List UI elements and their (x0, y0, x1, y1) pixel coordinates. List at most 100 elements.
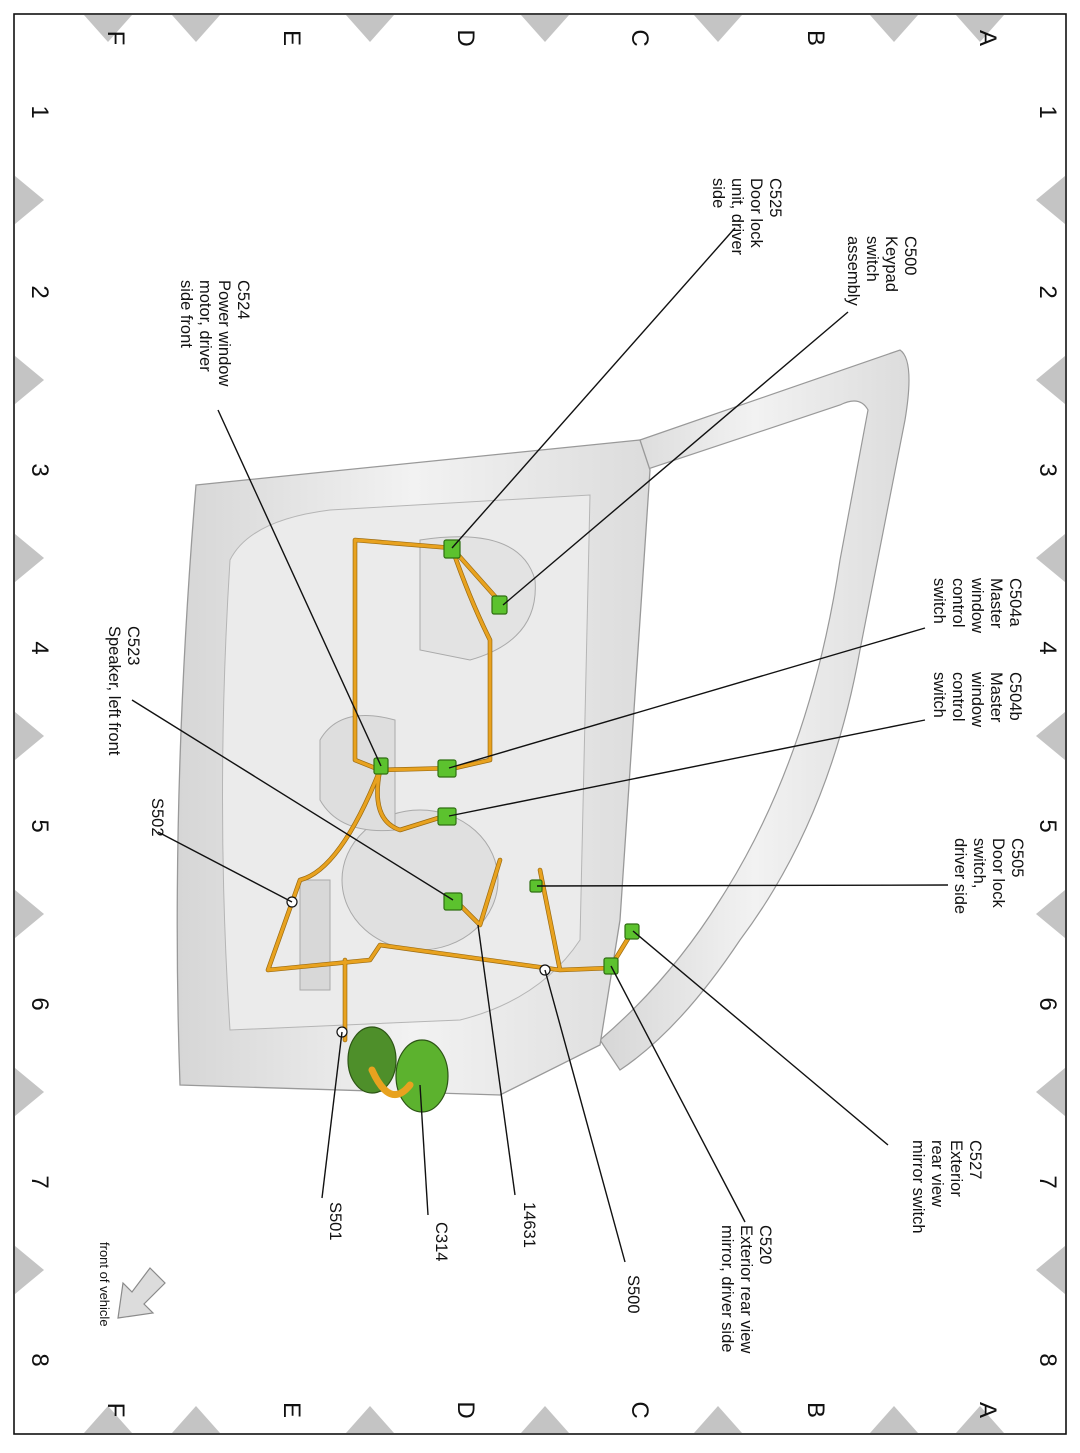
callout-c525-line-3: side (709, 178, 727, 208)
grid-labels: 1 2 3 4 5 6 7 8 1 2 3 4 5 6 7 8 A B C D … (26, 29, 1061, 1418)
leader-c505 (536, 884, 949, 887)
callout-c504a-line-0: C504a (1006, 578, 1024, 627)
callout-c527-line-1: Exterior (947, 1140, 965, 1197)
leader-c504a (448, 627, 926, 769)
callout-c524-line-3: side front (177, 280, 195, 348)
row-label-b-bottom: B (802, 1402, 829, 1418)
grid-marker-bottom-3 (521, 1406, 569, 1433)
leader-s501 (321, 1031, 343, 1199)
grid-marker-top-2 (346, 15, 394, 42)
callout-c525-line-0: C525 (766, 178, 784, 217)
callout-c505-line-3: driver side (951, 838, 969, 914)
leader-c314 (419, 1084, 429, 1216)
callout-c505-line-2: switch, (970, 838, 988, 888)
callout-s500-line-0: S500 (624, 1275, 642, 1314)
callout-c504a-line-2: window (968, 577, 986, 633)
leader-s500 (544, 969, 626, 1263)
grid-marker-top-5 (870, 15, 918, 42)
grid-marker-right-5 (1036, 1068, 1065, 1116)
connector-c527 (624, 923, 640, 940)
callout-c520-line-0: C520 (756, 1225, 774, 1264)
col-label-4-right: 4 (1034, 641, 1061, 654)
callout-c505-line-0: C505 (1008, 838, 1026, 877)
grid-marker-top-0 (84, 15, 132, 42)
callout-c504b-line-0: C504b (1006, 672, 1024, 721)
callout-c524-line-0: C524 (234, 280, 252, 319)
callout-14631-line-0: 14631 (520, 1202, 538, 1248)
callout-s500: S500 (624, 1275, 642, 1314)
callout-c500-line-0: C500 (901, 236, 919, 275)
callout-c504b-line-1: Master (987, 672, 1005, 723)
col-label-2-right: 2 (1034, 285, 1061, 298)
leader-c500 (502, 311, 849, 606)
callout-c314-line-0: C314 (432, 1222, 450, 1261)
grid-marker-bottom-2 (346, 1406, 394, 1433)
grid-marker-bottom-5 (870, 1406, 918, 1433)
callout-c504b-line-2: window (968, 671, 986, 727)
callout-c504a-line-3: control (949, 578, 967, 628)
row-label-c-bottom: C (626, 1401, 653, 1418)
leader-c520 (610, 965, 746, 1223)
grid-marker-right-6 (1036, 1246, 1065, 1294)
callout-c520-line-2: mirror, driver side (718, 1225, 736, 1352)
row-label-d-bottom: D (452, 1401, 479, 1418)
col-label-6-right: 6 (1034, 997, 1061, 1010)
callout-s501-line-0: S501 (326, 1202, 344, 1241)
callout-c504a-line-4: switch (930, 578, 948, 624)
connector-c500 (491, 595, 508, 615)
leader-c504b (448, 719, 926, 817)
col-label-5-left: 5 (26, 819, 53, 832)
grid-marker-top-4 (694, 15, 742, 42)
leader-c527 (632, 930, 889, 1146)
callout-c523-line-1: Speaker, left front (105, 626, 123, 756)
callout-c500-line-1: Keypad (882, 236, 900, 292)
col-label-5-right: 5 (1034, 819, 1061, 832)
leader-14631 (477, 924, 516, 1196)
leader-c525 (451, 227, 736, 549)
col-label-3-right: 3 (1034, 463, 1061, 476)
col-label-7-right: 7 (1034, 1175, 1061, 1188)
callout-14631: 14631 (520, 1202, 538, 1248)
callout-c504a-line-1: Master (987, 578, 1005, 629)
wiring-harness (265, 537, 635, 1043)
callout-c314: C314 (432, 1222, 450, 1261)
leader-s502 (157, 831, 293, 903)
row-label-a-bottom: A (974, 1402, 1001, 1418)
callout-s502: S502 (148, 798, 166, 837)
col-label-8-left: 8 (26, 1353, 53, 1366)
grid-marker-top-1 (172, 15, 220, 42)
leader-c524 (217, 409, 382, 767)
leader-c523 (131, 699, 454, 901)
grid-marker-left-2 (15, 534, 44, 582)
callout-c504b-line-4: switch (930, 672, 948, 718)
callout-c500-line-2: switch (863, 236, 881, 282)
row-label-d-top: D (452, 29, 479, 46)
grid-marker-right-2 (1036, 534, 1065, 582)
grid-marker-left-0 (15, 176, 44, 224)
col-label-1-right: 1 (1034, 105, 1061, 118)
grid-marker-right-3 (1036, 712, 1065, 760)
grid-marker-left-6 (15, 1246, 44, 1294)
grid-marker-right-4 (1036, 890, 1065, 938)
grid-markers (15, 15, 1065, 1433)
col-label-8-right: 8 (1034, 1353, 1061, 1366)
grid-marker-bottom-0 (84, 1406, 132, 1433)
grid-marker-top-3 (521, 15, 569, 42)
callout-c525-line-2: unit, driver (728, 178, 746, 256)
orientation-label: front of vehicle (97, 1242, 112, 1327)
col-label-7-left: 7 (26, 1175, 53, 1188)
row-label-e-bottom: E (278, 1402, 305, 1418)
grid-marker-left-5 (15, 1068, 44, 1116)
arrow-icon (117, 1267, 166, 1319)
callout-c527-line-2: rear view (928, 1140, 946, 1207)
